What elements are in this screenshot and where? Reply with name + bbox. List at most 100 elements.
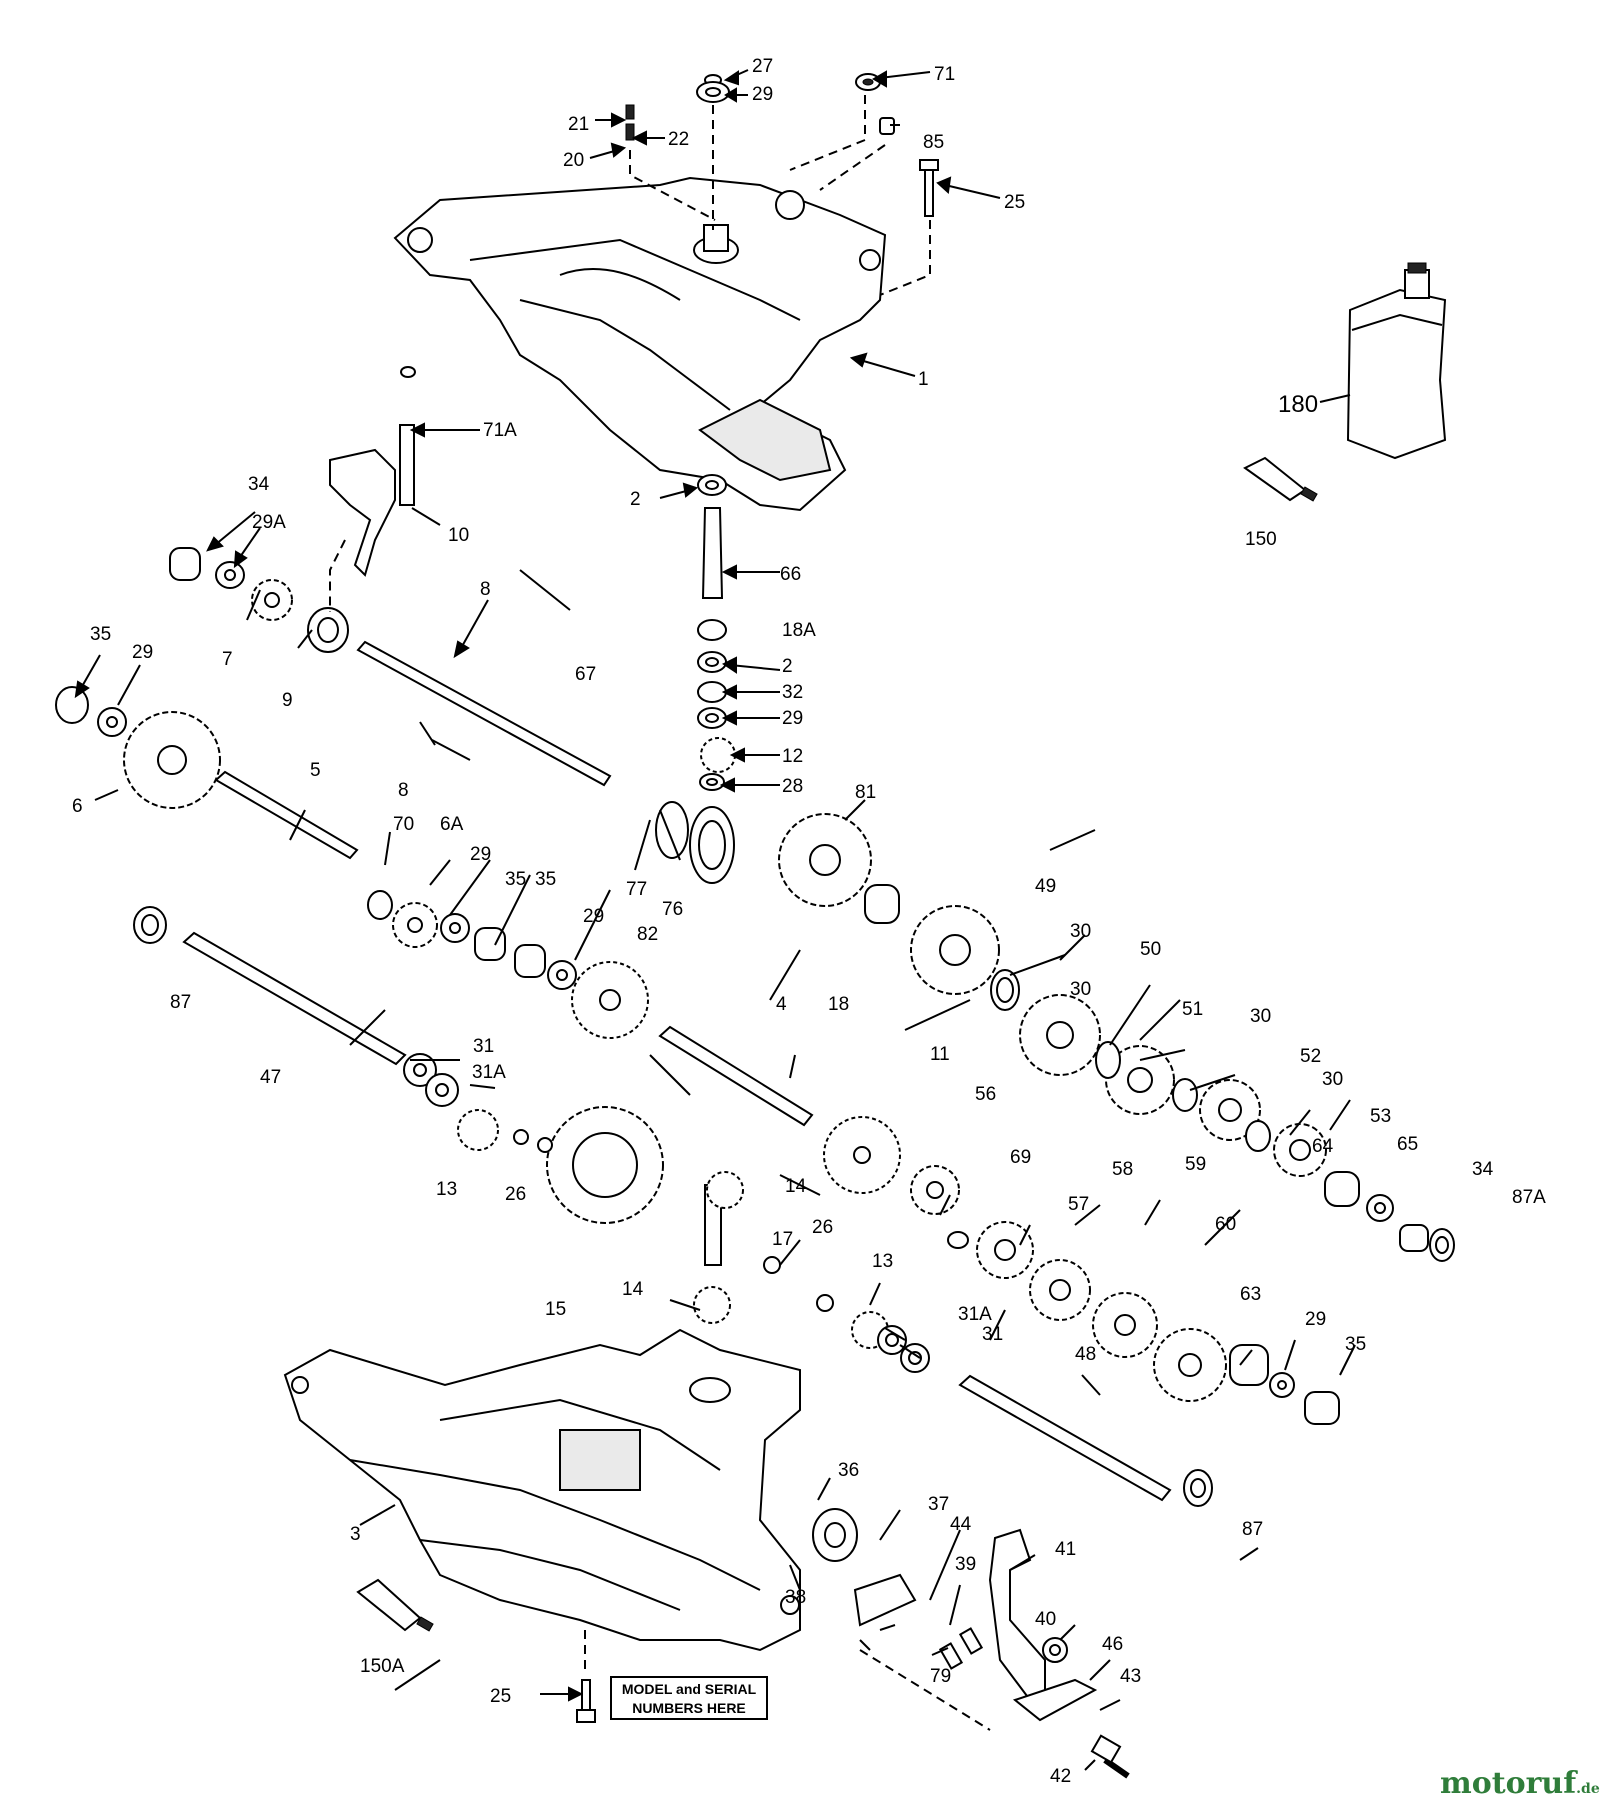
lower-housing xyxy=(283,1328,801,1652)
leader-arrows xyxy=(74,69,1356,1771)
callout: 18 xyxy=(828,994,849,1015)
callout: 41 xyxy=(1055,1539,1076,1560)
callout: 29 xyxy=(583,906,604,927)
callout: 56 xyxy=(975,1084,996,1105)
callout: 31A xyxy=(958,1304,992,1325)
oil-bottle-icon xyxy=(1346,262,1447,460)
note-line: NUMBERS HERE xyxy=(632,1700,746,1716)
callout: 39 xyxy=(955,1554,976,1575)
callout: 43 xyxy=(1120,1666,1141,1687)
callout: 26 xyxy=(812,1217,833,1238)
callout: 6 xyxy=(72,796,83,817)
callout: 25 xyxy=(1004,192,1025,213)
callout: 26 xyxy=(505,1184,526,1205)
callout: 67 xyxy=(575,664,596,685)
callout: 70 xyxy=(393,814,414,835)
callout: 48 xyxy=(1075,1344,1096,1365)
callout: 8 xyxy=(398,780,409,801)
callout: 180 xyxy=(1278,391,1318,418)
callout: 28 xyxy=(782,776,803,797)
callout: 30 xyxy=(1322,1069,1343,1090)
assembly-line xyxy=(329,95,991,1731)
callout: 29 xyxy=(470,844,491,865)
callout: 53 xyxy=(1370,1106,1391,1127)
callout: 29 xyxy=(752,84,773,105)
callout: 42 xyxy=(1050,1766,1071,1787)
callout: 35 xyxy=(505,869,526,890)
callout: 40 xyxy=(1035,1609,1056,1630)
callout: 31 xyxy=(473,1036,494,1057)
callout: 60 xyxy=(1215,1214,1236,1235)
bracket-icon xyxy=(853,1528,1098,1722)
callout: 71 xyxy=(934,64,955,85)
callout: 29A xyxy=(252,512,286,533)
bolt-icon xyxy=(576,104,1130,1779)
callout: 87 xyxy=(170,992,191,1013)
callout: 2 xyxy=(630,489,641,510)
callout: 81 xyxy=(855,782,876,803)
callout: 50 xyxy=(1140,939,1161,960)
note-line: MODEL and SERIAL xyxy=(621,1681,757,1697)
callout: 65 xyxy=(1397,1134,1418,1155)
callout: 18A xyxy=(782,620,816,641)
callout: 6A xyxy=(440,814,464,835)
callout: 63 xyxy=(1240,1284,1261,1305)
callout: 3 xyxy=(350,1524,361,1545)
callout: 64 xyxy=(1312,1136,1334,1157)
callout: 44 xyxy=(950,1514,972,1535)
upper-housing xyxy=(393,176,887,512)
callout: 29 xyxy=(782,708,803,729)
callout: 49 xyxy=(1035,876,1056,897)
callout: 79 xyxy=(930,1666,951,1687)
watermark-logo: motoruf.de xyxy=(1440,1766,1600,1801)
callout: 46 xyxy=(1102,1634,1123,1655)
callout: 8 xyxy=(480,579,491,600)
callout: 82 xyxy=(637,924,658,945)
callout: 5 xyxy=(310,760,321,781)
callout: 29 xyxy=(132,642,153,663)
callout: 35 xyxy=(90,624,111,645)
callout: 22 xyxy=(668,129,689,150)
callout: 12 xyxy=(782,746,803,767)
callout: 36 xyxy=(838,1460,859,1481)
callout: 34 xyxy=(1472,1159,1494,1180)
shaft-icon xyxy=(182,507,1172,1502)
callout: 69 xyxy=(1010,1147,1031,1168)
callout: 66 xyxy=(780,564,801,585)
callout: 87A xyxy=(1512,1187,1546,1208)
callout: 87 xyxy=(1242,1519,1263,1540)
callout: 35 xyxy=(535,869,556,890)
callout: 29 xyxy=(1305,1309,1326,1330)
watermark-suffix: .de xyxy=(1576,1781,1600,1797)
callout: 58 xyxy=(1112,1159,1133,1180)
callout: 52 xyxy=(1300,1046,1321,1067)
shift-fork-icon xyxy=(329,424,415,577)
callout: 51 xyxy=(1182,999,1203,1020)
callout: 1 xyxy=(918,369,929,390)
callout: 30 xyxy=(1070,979,1091,1000)
sealant-tube-icon xyxy=(356,1578,434,1632)
callout: 13 xyxy=(436,1179,457,1200)
callout: 38 xyxy=(785,1587,806,1608)
callout: 47 xyxy=(260,1067,281,1088)
callout: 32 xyxy=(782,682,803,703)
callout: 21 xyxy=(568,114,589,135)
callout: 57 xyxy=(1068,1194,1089,1215)
callout: 10 xyxy=(448,525,469,546)
washer-icon xyxy=(55,73,1455,1663)
watermark-text: motoruf xyxy=(1440,1766,1577,1801)
callout: 77 xyxy=(626,879,647,900)
callout: 25 xyxy=(490,1686,511,1707)
callout: 35 xyxy=(1345,1334,1366,1355)
model-serial-note: MODEL and SERIAL NUMBERS HERE xyxy=(610,1676,768,1720)
callout: 13 xyxy=(872,1251,893,1272)
callout: 15 xyxy=(545,1299,566,1320)
callout: 85 xyxy=(923,132,944,153)
callout: 150 xyxy=(1245,529,1277,550)
callout: 20 xyxy=(563,150,584,171)
callout: 9 xyxy=(282,690,293,711)
callout: 14 xyxy=(622,1279,644,1300)
callout: 14 xyxy=(785,1176,807,1197)
callout: 30 xyxy=(1250,1006,1271,1027)
